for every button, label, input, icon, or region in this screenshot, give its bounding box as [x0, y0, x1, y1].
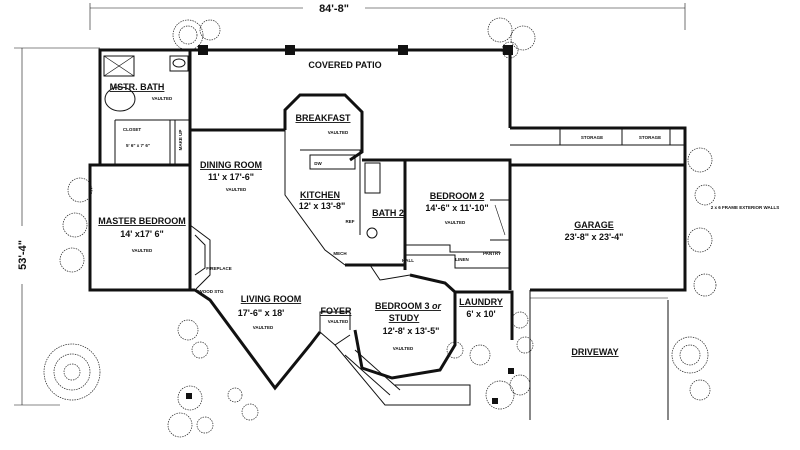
bedroom-2-size: 14'-6" x 11'-10"	[425, 203, 488, 213]
overall-depth-dimension: 53'-4"	[14, 47, 100, 406]
mech-label: MECH	[333, 251, 346, 256]
closet-size: 5' 6" x 7' 6"	[126, 143, 150, 148]
linen-label: LINEN	[455, 257, 469, 262]
closet-label: CLOSET	[123, 127, 142, 132]
bedroom-3-note: VAULTED	[393, 346, 414, 351]
fireplace-label: FIREPLACE	[206, 266, 232, 271]
garage-size: 23'-8" x 23'-4"	[565, 232, 624, 242]
frame-note: 2 x 6 FRAME EXTERIOR WALLS	[711, 205, 780, 210]
master-bedroom-label: MASTER BEDROOM	[98, 216, 186, 226]
bedroom-2-note: VAULTED	[445, 220, 466, 225]
mstr-bath-note: VAULTED	[152, 96, 173, 101]
kitchen-size: 12' x 13'-8"	[299, 201, 346, 211]
dw-label: DW	[314, 161, 322, 166]
dining-room-label: DINING ROOM	[200, 160, 262, 170]
landscaping	[43, 17, 717, 438]
living-room-size: 17'-6" x 18'	[238, 308, 285, 318]
dining-room-note: VAULTED	[226, 187, 247, 192]
bedroom-3-label: BEDROOM 3 or	[375, 301, 442, 311]
overall-width-dimension: 84'-8"	[89, 2, 686, 30]
interior-walls	[100, 50, 685, 406]
breakfast-note: VAULTED	[328, 130, 349, 135]
driveway	[529, 290, 669, 420]
covered-patio-label: COVERED PATIO	[308, 60, 381, 70]
pantry-label: PANTRY	[483, 251, 501, 256]
overall-depth-label: 53'-4"	[17, 240, 29, 270]
bedroom-2-label: BEDROOM 2	[430, 191, 485, 201]
garage-label: GARAGE	[574, 220, 614, 230]
foyer-note: VAULTED	[328, 319, 349, 324]
ref-label: REF	[346, 219, 355, 224]
laundry-label: LAUNDRY	[459, 297, 503, 307]
bedroom-3-size: 12'-8' x 13'-5"	[383, 326, 440, 336]
bath-2-label: BATH 2	[372, 208, 404, 218]
make-up-label: MAKE UP	[178, 130, 183, 151]
exterior-walls	[88, 48, 687, 391]
study-label: STUDY	[389, 313, 420, 323]
patio-posts	[198, 45, 513, 55]
wood-stg-label: WOOD STG	[199, 289, 224, 294]
breakfast-label: BREAKFAST	[295, 113, 351, 123]
driveway-label: DRIVEWAY	[571, 347, 618, 357]
master-bedroom-note: VAULTED	[132, 248, 153, 253]
storage-right-label: STORAGE	[639, 135, 661, 140]
room-labels: COVERED PATIO MSTR. BATH VAULTED CLOSET …	[98, 60, 779, 357]
laundry-size: 6' x 10'	[466, 309, 495, 319]
master-bedroom-size: 14' x17' 6"	[120, 229, 164, 239]
storage-left-label: STORAGE	[581, 135, 603, 140]
mstr-bath-label: MSTR. BATH	[110, 82, 165, 92]
living-room-note: VAULTED	[253, 325, 274, 330]
dining-room-size: 11' x 17'-6"	[208, 172, 254, 182]
kitchen-label: KITCHEN	[300, 190, 340, 200]
overall-width-label: 84'-8"	[319, 3, 349, 15]
foyer-label: FOYER	[320, 306, 352, 316]
hall-label: HALL	[402, 258, 414, 263]
living-room-label: LIVING ROOM	[241, 294, 302, 304]
